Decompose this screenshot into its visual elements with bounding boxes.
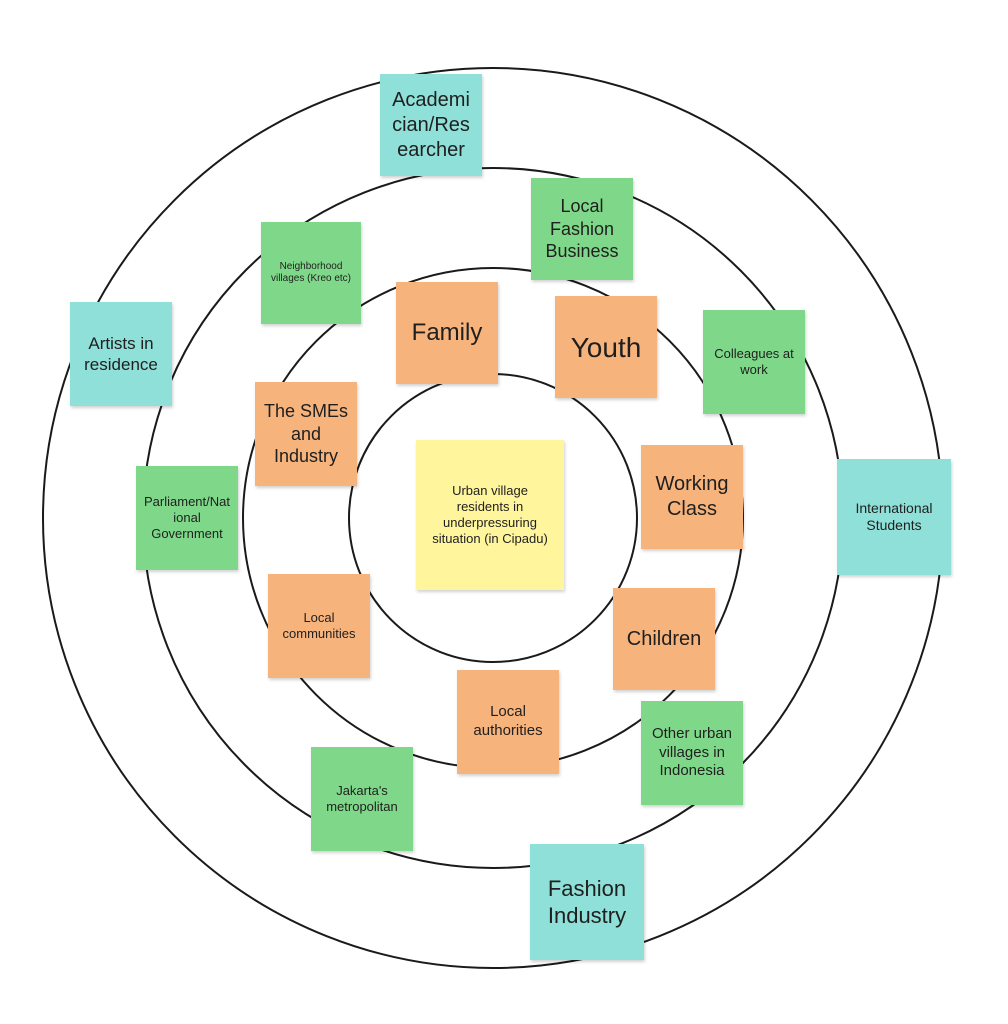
- note-smes[interactable]: The SMEs and Industry: [255, 382, 357, 486]
- note-colleagues-at-work-label: Colleagues at work: [714, 345, 794, 377]
- note-children-label: Children: [626, 627, 702, 650]
- note-neighborhood-villages[interactable]: Neighborhood villages (Kreo etc): [261, 222, 361, 324]
- note-parliament[interactable]: Parliament/National Government: [136, 466, 238, 570]
- note-local-authorities[interactable]: Local authorities: [457, 670, 559, 774]
- note-family[interactable]: Family: [396, 282, 498, 384]
- note-local-authorities-label: Local authorities: [473, 703, 543, 739]
- note-other-urban-villages-label: Other urban villages in Indonesia: [651, 724, 733, 780]
- note-artists-in-residence[interactable]: Artists in residence: [70, 302, 172, 406]
- note-local-communities[interactable]: Local communities: [268, 574, 370, 678]
- note-colleagues-at-work[interactable]: Colleagues at work: [703, 310, 805, 414]
- note-children[interactable]: Children: [613, 588, 715, 690]
- note-center-label: Urban village residents in underpressuri…: [432, 482, 548, 547]
- note-working-class-label: Working Class: [655, 473, 729, 520]
- note-smes-label: The SMEs and Industry: [263, 401, 349, 467]
- note-neighborhood-villages-label: Neighborhood villages (Kreo etc): [270, 260, 352, 285]
- note-local-fashion-business-label: Local Fashion Business: [545, 196, 619, 262]
- note-artists-in-residence-label: Artists in residence: [84, 333, 158, 374]
- note-fashion-industry-label: Fashion Industry: [547, 875, 627, 929]
- note-academician-label: Academician/Researcher: [392, 88, 470, 161]
- note-center[interactable]: Urban village residents in underpressuri…: [416, 440, 564, 590]
- note-working-class[interactable]: Working Class: [641, 445, 743, 549]
- note-other-urban-villages[interactable]: Other urban villages in Indonesia: [641, 701, 743, 805]
- note-youth-label: Youth: [570, 331, 642, 363]
- note-academician[interactable]: Academician/Researcher: [380, 74, 482, 176]
- note-jakarta-metropolitan-label: Jakarta's metropolitan: [326, 782, 398, 814]
- note-jakarta-metropolitan[interactable]: Jakarta's metropolitan: [311, 747, 413, 851]
- note-parliament-label: Parliament/National Government: [144, 493, 230, 542]
- note-international-students[interactable]: International Students: [837, 459, 951, 575]
- note-youth[interactable]: Youth: [555, 296, 657, 398]
- note-local-communities-label: Local communities: [282, 609, 356, 641]
- note-international-students-label: International Students: [855, 499, 933, 534]
- note-local-fashion-business[interactable]: Local Fashion Business: [531, 178, 633, 280]
- note-fashion-industry[interactable]: Fashion Industry: [530, 844, 644, 960]
- note-family-label: Family: [411, 319, 483, 346]
